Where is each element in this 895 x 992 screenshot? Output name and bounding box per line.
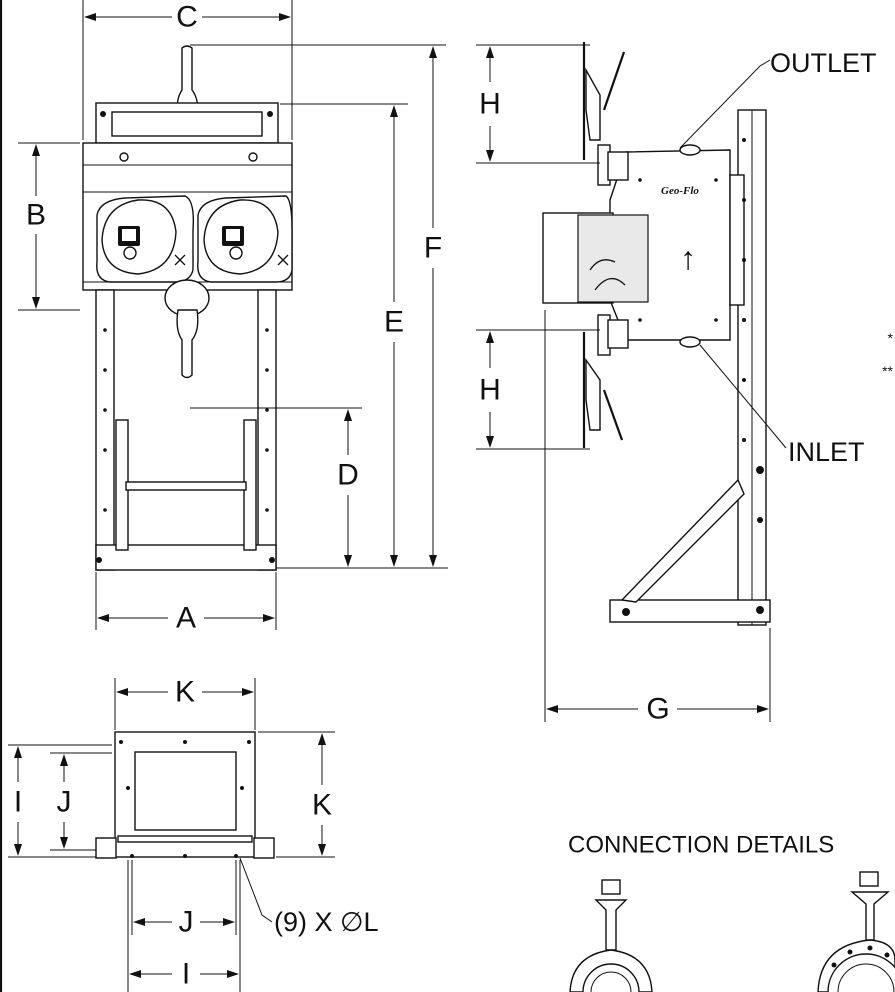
pump-right bbox=[197, 195, 293, 283]
dimension-h-bottom: H bbox=[476, 329, 600, 450]
dimension-a: A bbox=[95, 572, 277, 635]
dimension-label-j-bottom: J bbox=[179, 906, 194, 939]
inlet-callout: INLET bbox=[788, 437, 865, 467]
dimension-label-i-bottom: I bbox=[182, 958, 190, 991]
side-brace bbox=[620, 478, 745, 603]
dimension-k-top: K bbox=[114, 676, 256, 730]
dimension-label-h-top: H bbox=[479, 88, 501, 121]
lower-valve-handle bbox=[164, 279, 210, 379]
dimension-label-h-bottom: H bbox=[479, 374, 501, 407]
side-lower-handle bbox=[582, 332, 624, 448]
dimension-j-side: J bbox=[50, 752, 112, 851]
outlet-leader bbox=[679, 59, 771, 149]
dimension-label-e: E bbox=[384, 306, 404, 339]
dimension-label-b: B bbox=[26, 199, 46, 232]
hole-note-leader bbox=[239, 857, 273, 923]
dimension-j-bottom: J bbox=[131, 860, 237, 939]
side-base-rail bbox=[609, 599, 771, 623]
dimension-k-side: K bbox=[258, 731, 335, 858]
dimension-f: F bbox=[190, 44, 446, 567]
dimension-c: C bbox=[82, 0, 293, 140]
connection-detail-left bbox=[569, 879, 653, 992]
edge-note-mark-1: * bbox=[888, 330, 894, 346]
stand-leg-left bbox=[95, 289, 115, 571]
dimension-h-top: H bbox=[476, 44, 600, 164]
inlet-leader bbox=[699, 344, 787, 449]
hole-note: (9) X ∅L bbox=[274, 907, 379, 937]
dimension-label-g: G bbox=[646, 693, 669, 726]
dimension-b: B bbox=[18, 142, 80, 311]
side-upper-handle bbox=[582, 42, 626, 160]
brand-logo-text: Geo-Flo bbox=[661, 185, 699, 197]
connection-details-title: CONNECTION DETAILS bbox=[568, 832, 834, 859]
dimension-i-bottom: I bbox=[127, 860, 241, 992]
dimension-label-a: A bbox=[176, 602, 196, 635]
side-view: Geo-Flo ↑ bbox=[476, 42, 894, 726]
pump-left bbox=[96, 195, 195, 283]
outlet-callout: OUTLET bbox=[770, 48, 877, 78]
dimension-label-j-side: J bbox=[57, 786, 72, 819]
dimension-label-d: D bbox=[337, 459, 359, 492]
dimension-label-f: F bbox=[424, 232, 442, 265]
stand-leg-right bbox=[257, 289, 277, 571]
dimension-i-side: I bbox=[8, 744, 112, 858]
dimension-g: G bbox=[544, 310, 771, 726]
base-opening bbox=[134, 751, 237, 831]
front-view: C B E F bbox=[18, 0, 448, 635]
dimension-d: D bbox=[190, 407, 362, 567]
dimension-e: E bbox=[280, 103, 408, 567]
dimension-label-i-side: I bbox=[14, 786, 22, 819]
connection-details: CONNECTION DETAILS bbox=[568, 832, 895, 992]
edge-note-mark-2: ** bbox=[882, 363, 893, 379]
dimension-label-k-side: K bbox=[312, 789, 332, 822]
dimension-label-k-top: K bbox=[175, 676, 195, 709]
dimension-label-c: C bbox=[176, 1, 198, 34]
connection-detail-right bbox=[817, 871, 895, 992]
flow-direction-arrow: ↑ bbox=[680, 240, 696, 276]
base-plan-view: K K I J bbox=[8, 676, 379, 992]
